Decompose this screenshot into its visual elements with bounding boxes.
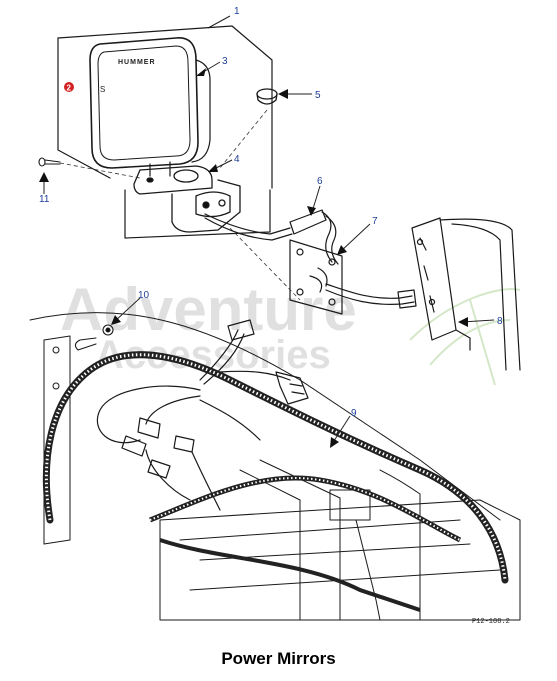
alignment-lines <box>59 109 301 301</box>
callout-2-badge <box>64 82 74 92</box>
callouts: 1 2 3 4 5 6 7 8 9 10 11 <box>39 6 503 419</box>
leader-lines <box>39 15 495 448</box>
callout-4: 4 <box>234 154 240 165</box>
mirror-assembly-box <box>57 25 273 239</box>
callout-8: 8 <box>497 316 503 327</box>
mount-plate <box>289 239 417 315</box>
cap <box>256 88 278 105</box>
screw <box>38 157 61 167</box>
callout-11: 11 <box>39 194 50 205</box>
grommet <box>74 324 114 351</box>
callout-3: 3 <box>222 56 228 67</box>
mirror-brand-label: HUMMER <box>118 59 156 66</box>
mirror-head: HUMMER S <box>89 37 211 177</box>
main-harness <box>42 351 509 612</box>
callout-7: 7 <box>372 216 378 227</box>
door-bracket <box>411 217 521 371</box>
callout-6: 6 <box>317 176 323 187</box>
callout-2: 2 <box>67 84 72 93</box>
callout-1: 1 <box>234 6 240 17</box>
callout-10: 10 <box>138 290 150 301</box>
branch-wires <box>96 319 309 511</box>
mirror-base <box>133 165 241 233</box>
mirror-mark: S <box>100 85 105 94</box>
callout-5: 5 <box>315 90 321 101</box>
callout-9: 9 <box>351 408 357 419</box>
diagram-caption: Power Mirrors <box>221 649 336 668</box>
drawing-code: P12-108.2 <box>472 618 510 626</box>
mirror-pigtail <box>204 209 339 265</box>
